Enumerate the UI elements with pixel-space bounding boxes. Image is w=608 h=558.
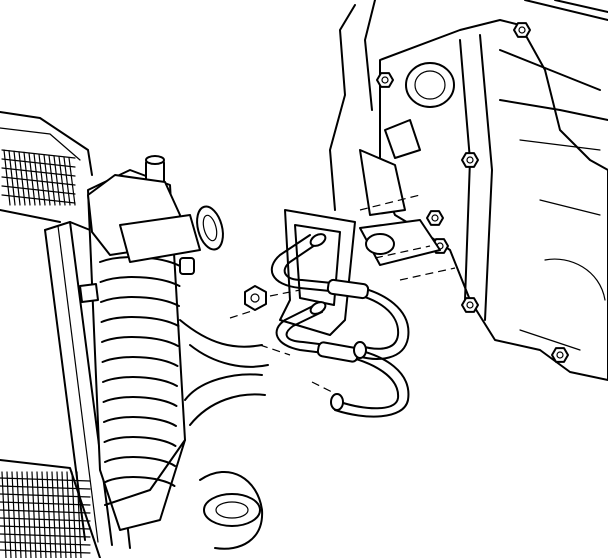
grille-fin <box>56 471 62 558</box>
grille-fin <box>71 471 77 558</box>
grille-fin <box>31 471 37 558</box>
grille-fin <box>0 525 91 530</box>
tank-rib <box>102 376 178 387</box>
bolt-center <box>431 214 439 222</box>
grille-fin <box>0 509 91 514</box>
grille-fin <box>6 471 12 558</box>
radiator-end-tank <box>87 169 186 531</box>
grille-fin <box>1 176 76 186</box>
grille-fin <box>11 471 17 558</box>
grille-fin <box>53 155 61 206</box>
grille-fin <box>51 471 57 558</box>
tank-rib <box>103 436 177 447</box>
grille-fin <box>63 156 71 206</box>
grille-fin <box>58 156 66 206</box>
bracket-mount-tab <box>359 219 441 266</box>
tank-rib <box>104 456 176 467</box>
bolt-center <box>466 301 474 309</box>
grille-fin <box>48 154 56 206</box>
grille-fin <box>0 517 91 522</box>
grille-fin <box>0 501 91 506</box>
transmission-case <box>329 0 608 381</box>
grille-fin <box>1 158 76 168</box>
tank-rib <box>100 316 180 327</box>
grille-fin <box>33 153 41 206</box>
grille-fin <box>43 154 51 206</box>
grille-fin <box>1 185 76 195</box>
hose-clamp <box>79 257 195 303</box>
grille-fin <box>16 471 22 558</box>
grille-fin <box>21 471 27 558</box>
grille-fin <box>0 541 91 546</box>
grille-fin <box>0 485 91 490</box>
grille-fin <box>46 471 52 558</box>
tank-rib <box>102 396 178 407</box>
grille-fin <box>28 152 36 206</box>
tank-rib <box>103 416 177 427</box>
grille-fin <box>1 167 76 177</box>
radiator-core-bottom <box>0 459 101 558</box>
grille-fin <box>1 471 7 558</box>
grille-fin <box>68 157 76 206</box>
bolt-center <box>556 351 564 359</box>
grille-fin <box>61 471 67 558</box>
grille-fin <box>41 471 47 558</box>
bolt-head <box>551 347 569 363</box>
alignment-lines <box>229 194 456 393</box>
grille-fin <box>38 153 46 206</box>
bolt-head <box>461 297 479 313</box>
oil-cooler-lines <box>270 233 410 418</box>
bolt-center <box>466 156 474 164</box>
grille-fin <box>26 471 32 558</box>
tank-rib <box>104 476 176 487</box>
grille-fin <box>1 149 76 159</box>
grille-fin <box>66 471 72 558</box>
grille-fin <box>0 493 91 498</box>
grille-fin <box>36 471 42 558</box>
grille-fin <box>0 477 91 482</box>
bolt-head <box>426 210 444 226</box>
bolt-head <box>376 72 394 88</box>
tank-rib <box>100 296 180 307</box>
grille-fin <box>1 194 76 204</box>
radiator-core-top <box>0 111 93 223</box>
bolt-center <box>518 26 526 34</box>
tank-rib <box>99 276 181 287</box>
fitting-nut <box>244 285 267 311</box>
bolt-center <box>381 76 389 84</box>
lower-radiator-hose <box>179 319 269 550</box>
tank-rib <box>101 336 179 347</box>
bolt-head <box>513 22 531 38</box>
upper-radiator-hose-outlet <box>119 205 224 263</box>
bolt-head <box>461 152 479 168</box>
tank-rib <box>101 356 179 367</box>
grille-fin <box>0 549 91 554</box>
grille-fin <box>0 533 91 538</box>
